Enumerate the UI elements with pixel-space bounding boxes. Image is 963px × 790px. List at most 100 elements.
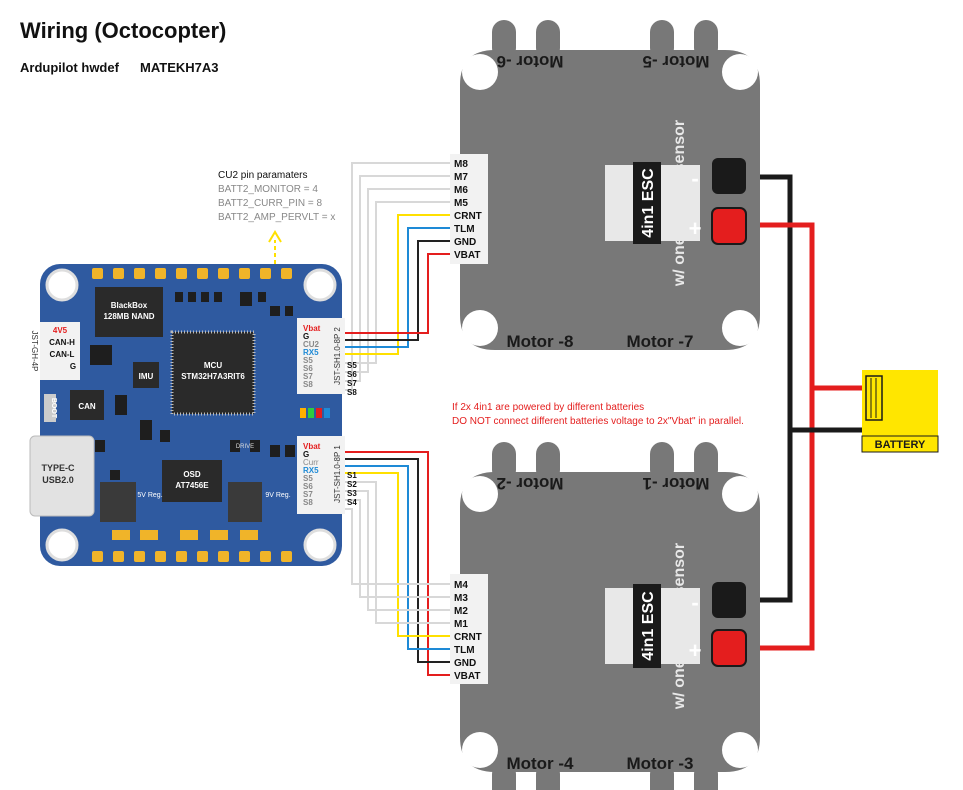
wire-label: S1 xyxy=(347,471,357,480)
boot-button xyxy=(44,394,56,422)
esc-hole xyxy=(722,54,758,90)
wire-label: S5 xyxy=(347,361,357,370)
esc-pin: M7 xyxy=(454,172,468,183)
esc-bottom-label: 4in1 ESC xyxy=(640,591,657,661)
usb-label: TYPE-C xyxy=(41,463,75,473)
signal-wires-bottom xyxy=(340,451,450,676)
osd-label: OSD xyxy=(183,470,201,479)
motor-label: Motor -5 xyxy=(642,52,709,71)
can-pin-canl: CAN-L xyxy=(50,350,75,359)
connector-2 xyxy=(297,318,345,394)
can-chip xyxy=(70,390,104,420)
esc-top-sublabel: w/ one current sensor xyxy=(671,120,688,287)
wire-labels-bottom: S1 S2 S3 S4 xyxy=(347,471,357,507)
esc-pin: TLM xyxy=(454,645,475,656)
can-pin-4v5: 4V5 xyxy=(53,326,68,335)
reg-9v-label: 9V Reg. xyxy=(265,492,290,499)
esc-pin: M6 xyxy=(454,185,468,196)
conn1-pin-vbat: Vbat xyxy=(303,442,321,451)
conn1-pin-g: G xyxy=(303,450,309,459)
motor-label: Motor -7 xyxy=(626,332,693,351)
warning-line: DO NOT connect different batteries volta… xyxy=(452,416,744,427)
esc-top-label-bar xyxy=(633,162,661,244)
esc-bottom-minus: - xyxy=(691,590,698,615)
wire-label: S8 xyxy=(347,388,357,397)
solder-pads-bottom xyxy=(92,551,292,562)
esc-top: Motor -6 Motor -5 Motor -8 Motor -7 M8 M… xyxy=(450,20,760,351)
connector-1-label: JST-SH1.0-8P 1 xyxy=(333,445,342,503)
flight-controller: BlackBox 128MB NAND MCU STM32H7A3RIT6 IM… xyxy=(29,264,345,566)
esc-pin: M1 xyxy=(454,619,468,630)
esc-pin: VBAT xyxy=(454,671,480,682)
esc-hole xyxy=(722,476,758,512)
blackbox-label: BlackBox xyxy=(111,301,148,310)
esc-bottom-sublabel: w/ one current sensor xyxy=(671,543,688,710)
esc-pin: VBAT xyxy=(454,250,480,261)
osd-chip xyxy=(162,460,222,502)
esc-pin: TLM xyxy=(454,224,475,235)
conn2-pin-vbat: Vbat xyxy=(303,324,321,333)
motor-label: Motor -4 xyxy=(506,754,574,773)
esc-top-plus: + xyxy=(689,216,702,241)
can-pin-canh: CAN-H xyxy=(49,338,75,347)
mount-hole xyxy=(45,528,79,562)
conn1-pin-curr: Curr xyxy=(303,458,319,467)
reg-5v xyxy=(100,482,136,522)
esc-bottom-plus: + xyxy=(689,638,702,663)
esc-pin: GND xyxy=(454,237,476,248)
esc-pin: M2 xyxy=(454,606,468,617)
battery-label: BATTERY xyxy=(875,439,926,451)
wire-labels-top: S5 S6 S7 S8 xyxy=(347,361,357,397)
wire-label: S3 xyxy=(347,489,357,498)
signal-wires-top xyxy=(340,162,450,391)
motor-label: Motor -1 xyxy=(642,474,709,493)
conn2-pin-s8: S8 xyxy=(303,380,313,389)
conn2-pin-s6: S6 xyxy=(303,364,313,373)
conn2-pin-s5: S5 xyxy=(303,356,313,365)
reg-5v-label: 5V Reg. xyxy=(137,492,162,499)
esc-pin: M4 xyxy=(454,580,468,591)
conn1-pin-s8: S8 xyxy=(303,498,313,507)
page-title: Wiring (Octocopter) xyxy=(20,18,226,43)
esc-bottom-pos-terminal xyxy=(711,629,747,667)
blackbox-chip xyxy=(95,287,163,337)
connector-1 xyxy=(297,436,345,514)
conn1-pin-rx5: RX5 xyxy=(303,466,319,475)
conn1-pin-s6: S6 xyxy=(303,482,313,491)
esc-bottom-label-bar xyxy=(633,584,661,668)
conn1-pin-s5: S5 xyxy=(303,474,313,483)
status-leds xyxy=(300,408,330,418)
cu2-param-line: BATT2_AMP_PERVLT = x xyxy=(218,212,335,223)
smd-components xyxy=(90,292,295,480)
esc-top-minus: - xyxy=(691,166,698,191)
esc-hole xyxy=(722,732,758,768)
esc-hole xyxy=(462,732,498,768)
wire-label: S7 xyxy=(347,379,357,388)
cu2-params-heading: CU2 pin paramaters xyxy=(218,170,307,181)
mcu-label: MCU xyxy=(204,361,222,370)
wire-label: S4 xyxy=(347,498,357,507)
esc-pin: M8 xyxy=(454,159,468,170)
esc-top-pos-terminal xyxy=(711,207,747,245)
reg-9v xyxy=(228,482,262,522)
conn2-pin-cu2: CU2 xyxy=(303,340,320,349)
warning-note: If 2x 4in1 are powered by different batt… xyxy=(452,402,744,427)
battery: BATTERY xyxy=(861,370,939,453)
can-connector-label: JST-GH-4P xyxy=(30,331,39,372)
connector-2-label: JST-SH1.0-8P 2 xyxy=(333,327,342,385)
can-connector xyxy=(40,322,80,380)
boot-label: BOOT xyxy=(50,398,57,419)
capacitors xyxy=(112,530,258,540)
esc-hole xyxy=(462,54,498,90)
battery-label-bar xyxy=(861,435,939,453)
esc-pin: M5 xyxy=(454,198,468,209)
motor-label: Motor -3 xyxy=(626,754,693,773)
mount-hole xyxy=(303,268,337,302)
conn2-pin-s7: S7 xyxy=(303,372,313,381)
solder-pads-top xyxy=(92,268,292,279)
battery-body xyxy=(862,370,938,436)
esc-hole xyxy=(722,310,758,346)
esc-pin: M3 xyxy=(454,593,468,604)
hwdef-label: Ardupilot hwdef xyxy=(20,60,120,75)
